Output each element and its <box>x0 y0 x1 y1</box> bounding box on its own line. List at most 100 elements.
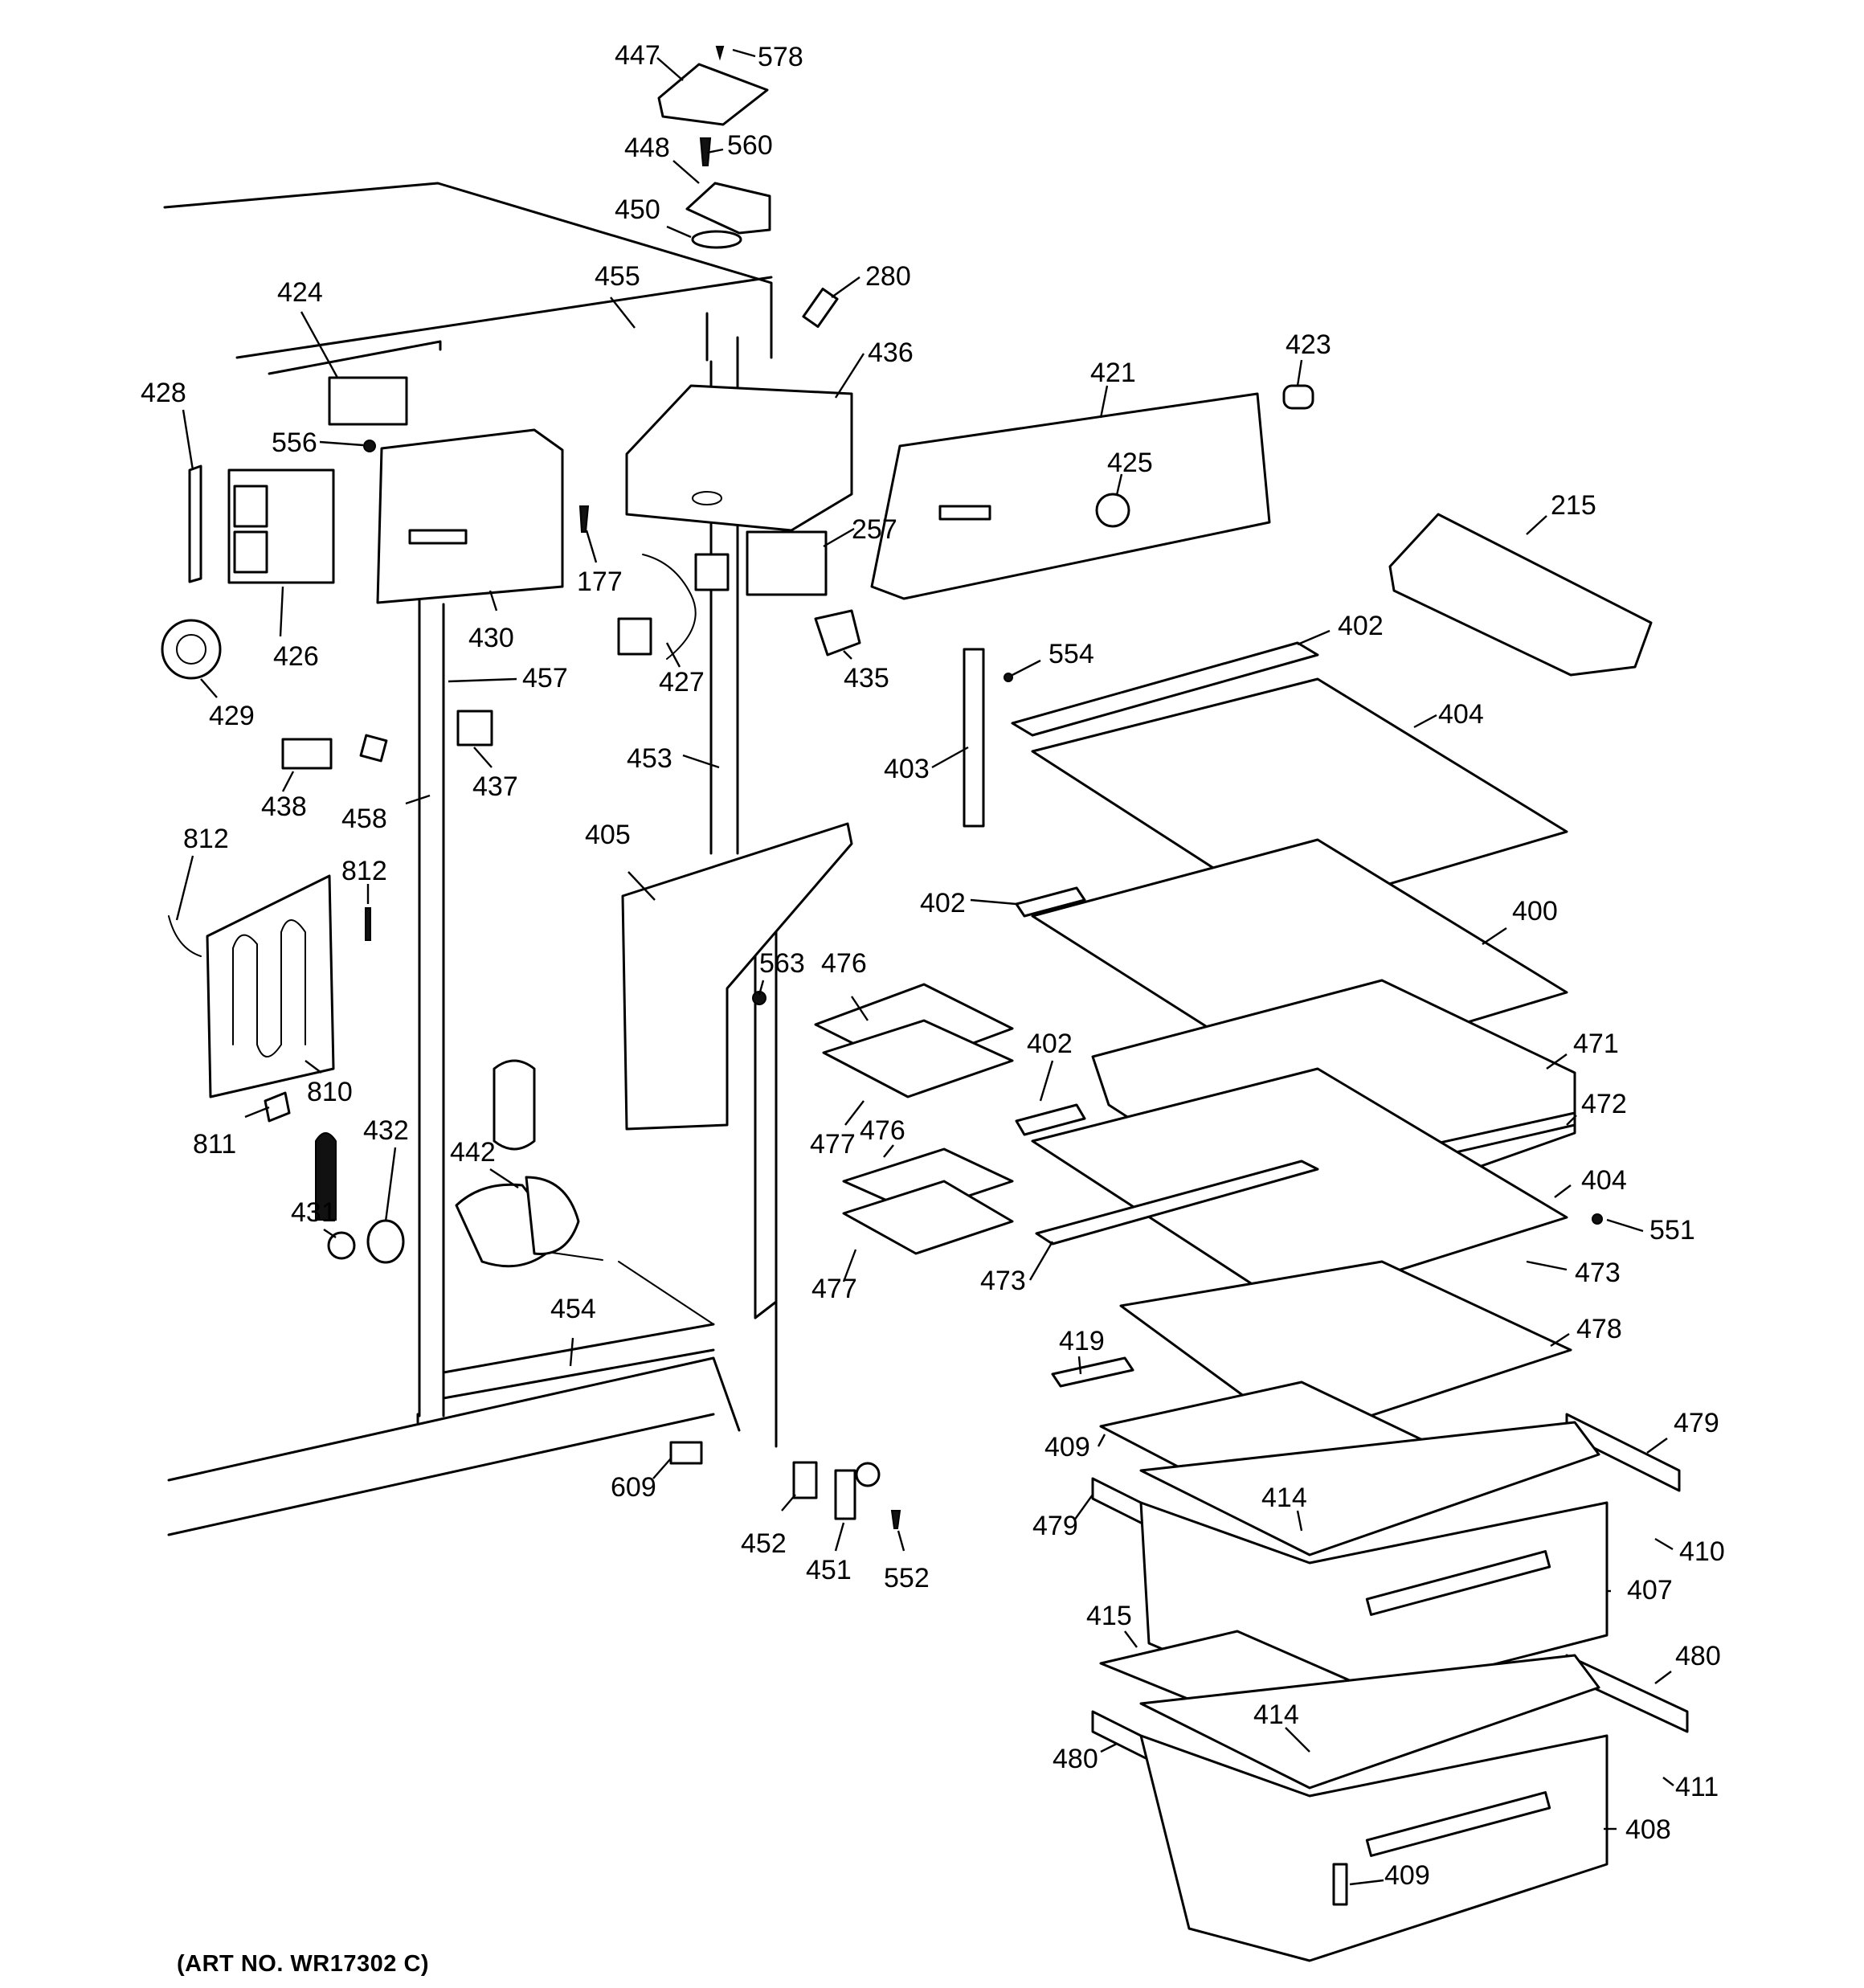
meat-pans <box>814 983 1014 1255</box>
wire-harness-427 <box>642 554 697 660</box>
heater-810 <box>206 874 335 1098</box>
rail-473 <box>1035 1160 1319 1246</box>
callout: 410 <box>1679 1536 1725 1567</box>
callout: 419 <box>1059 1326 1105 1356</box>
callout: 478 <box>1576 1314 1622 1344</box>
callout: 454 <box>550 1294 596 1324</box>
pan-477a <box>822 1019 1014 1098</box>
callout: 432 <box>363 1115 409 1146</box>
callout: 177 <box>577 567 623 597</box>
callout: 407 <box>1627 1575 1673 1606</box>
light-switch-424 <box>328 376 408 426</box>
grille <box>493 1059 536 1151</box>
callout: 409 <box>1044 1432 1090 1462</box>
callout: 442 <box>450 1137 496 1168</box>
art-number: (ART NO. WR17302 C) <box>177 1951 430 1977</box>
hinge-cover <box>657 63 769 126</box>
callout: 424 <box>277 277 323 308</box>
callout: 426 <box>273 641 319 672</box>
clip-811 <box>264 1091 291 1123</box>
plug-280 <box>802 287 839 329</box>
callout: 480 <box>1675 1641 1721 1671</box>
air-duct-cover-405 <box>621 822 853 1131</box>
socket-432 <box>366 1219 405 1264</box>
cabinet-frame <box>163 182 778 1536</box>
shelf-ladder-403 <box>963 648 985 828</box>
callout: 551 <box>1649 1215 1695 1246</box>
callout: 447 <box>615 40 660 71</box>
callout: 423 <box>1286 329 1331 360</box>
callout: 811 <box>193 1129 236 1160</box>
callout: 421 <box>1090 358 1136 388</box>
shelf-stack <box>963 641 1576 1524</box>
shelf-404-top <box>1031 677 1568 916</box>
drawer-rim-410 <box>1139 1421 1600 1556</box>
light-cover-429 <box>161 619 222 680</box>
callout: 477 <box>810 1129 856 1160</box>
callout: 563 <box>759 948 805 979</box>
callout: 457 <box>522 663 568 693</box>
callout: 405 <box>585 820 631 850</box>
block-438 <box>281 738 333 770</box>
callout: 473 <box>980 1266 1026 1296</box>
callout: 215 <box>1551 490 1596 521</box>
callout: 427 <box>659 667 705 697</box>
bracket-428 <box>188 464 202 583</box>
callout: 450 <box>615 194 660 225</box>
fan-motor-parts <box>315 1059 580 1268</box>
callout: 400 <box>1512 896 1558 927</box>
callout: 458 <box>341 804 387 834</box>
callout: 556 <box>272 427 317 458</box>
callout: 404 <box>1581 1165 1627 1196</box>
top-hinge-assembly <box>657 46 839 329</box>
knob-425 <box>1095 493 1130 528</box>
callout: 812 <box>341 856 387 886</box>
callout: 810 <box>307 1077 353 1107</box>
rail-402-mid <box>1015 886 1086 918</box>
callout: 404 <box>1438 699 1484 730</box>
label-409 <box>1332 1863 1348 1906</box>
callout: 409 <box>1384 1860 1430 1891</box>
callout: 479 <box>1674 1408 1719 1438</box>
cold-control-housing-436 <box>625 384 853 532</box>
callout: 554 <box>1048 639 1094 669</box>
callout: 448 <box>624 133 670 163</box>
block-609 <box>669 1441 703 1465</box>
callout: 479 <box>1032 1511 1078 1541</box>
callout: 609 <box>611 1472 656 1503</box>
callout: 473 <box>1575 1258 1621 1288</box>
callout: 435 <box>844 663 889 693</box>
callout: 408 <box>1625 1814 1671 1845</box>
control-panel <box>870 384 1314 600</box>
screw-177 <box>578 505 590 533</box>
callout: 453 <box>627 743 672 774</box>
slide-419 <box>1051 1356 1134 1388</box>
pan-477b <box>842 1180 1014 1255</box>
drawers <box>1091 1413 1689 1962</box>
fan-442b <box>525 1176 580 1255</box>
screw-556 <box>363 440 376 452</box>
callout: 411 <box>1675 1772 1719 1802</box>
plate-452 <box>792 1461 818 1499</box>
screw-551 <box>1592 1213 1603 1225</box>
rail-402-top <box>1011 641 1319 737</box>
callout: 425 <box>1107 448 1153 478</box>
rail-402-low <box>1015 1103 1086 1136</box>
callout: 402 <box>920 888 966 918</box>
callout: 552 <box>884 1563 930 1593</box>
damper-control-257 <box>746 530 828 596</box>
knob-435 <box>814 609 861 657</box>
callout: 476 <box>860 1115 905 1146</box>
callout: 428 <box>141 378 186 408</box>
screw-560 <box>699 137 712 166</box>
callout: 431 <box>291 1197 337 1228</box>
callout: 578 <box>758 42 803 72</box>
callout: 437 <box>472 771 518 802</box>
callout: 402 <box>1338 611 1384 641</box>
screw-578 <box>715 46 725 61</box>
leader-lines <box>175 48 1674 1886</box>
callout: 452 <box>741 1528 787 1559</box>
screw-552 <box>890 1510 901 1529</box>
drawer-rim-411 <box>1139 1654 1600 1790</box>
